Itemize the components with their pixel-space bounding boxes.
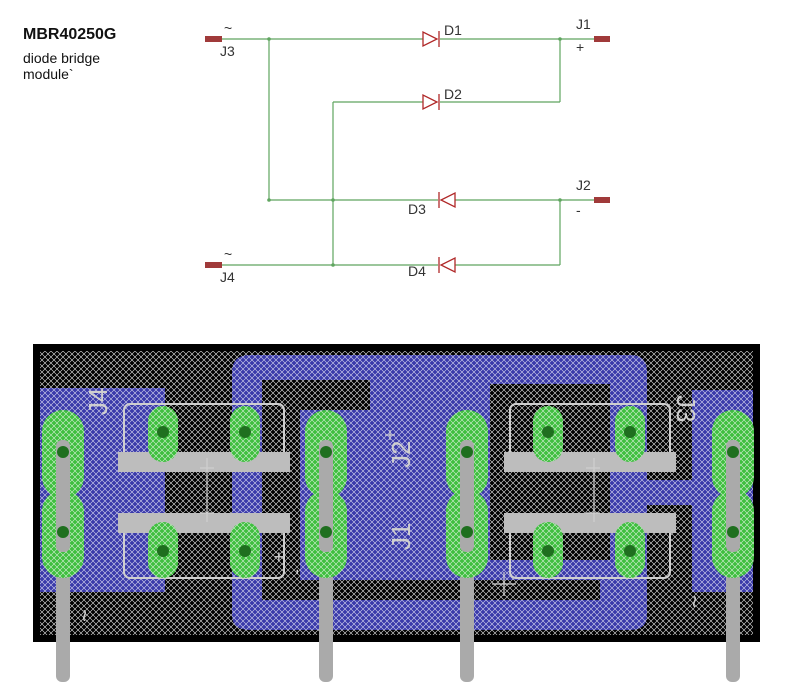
j1-pin	[594, 36, 610, 42]
silk-j2-label: J2	[386, 441, 416, 468]
j3-label: J3	[220, 43, 235, 59]
module-title: MBR40250G	[23, 26, 117, 43]
diode-pads	[148, 406, 645, 578]
diode-d3-symbol	[438, 191, 456, 209]
j3-pin	[205, 36, 222, 42]
junction-dots	[267, 37, 562, 267]
module-description-line2: module`	[23, 66, 74, 82]
schematic-wires	[222, 38, 594, 266]
d1-label: D1	[444, 22, 462, 38]
j3-ac-symbol: ~	[224, 20, 232, 36]
schematic: D1 D2 D3 D4 J1 J2 J3 J4 + - ~ ~	[205, 16, 610, 285]
j4-label: J4	[220, 269, 235, 285]
diode-d1-symbol	[422, 30, 440, 48]
silk-j3-label: J3	[671, 395, 701, 422]
j4-pin	[205, 262, 222, 268]
d2-label: D2	[444, 86, 462, 102]
silk-j4-label: J4	[83, 388, 113, 415]
pcb-layout: J4 J3 J1 J2 - ~ ~ +	[33, 344, 760, 682]
diode-d4-symbol	[438, 256, 456, 274]
diode-d2-symbol	[422, 93, 440, 111]
j1-label: J1	[576, 16, 591, 32]
d4-label: D4	[408, 263, 426, 279]
silk-ac-label-left: ~	[72, 609, 97, 622]
j1-plus-symbol: +	[576, 39, 584, 55]
j2-label: J2	[576, 177, 591, 193]
silk-ac-label-right: ~	[682, 595, 707, 608]
silk-plus-label: +	[269, 551, 289, 562]
module-description-line1: diode bridge	[23, 50, 101, 66]
connector-pins	[205, 36, 610, 268]
j2-pin	[594, 197, 610, 203]
j2-minus-symbol: -	[576, 202, 581, 218]
j4-ac-symbol: ~	[224, 246, 232, 262]
silk-minus-label: -	[286, 569, 306, 575]
d3-label: D3	[408, 201, 426, 217]
silk-j1-label: J1	[386, 523, 416, 550]
